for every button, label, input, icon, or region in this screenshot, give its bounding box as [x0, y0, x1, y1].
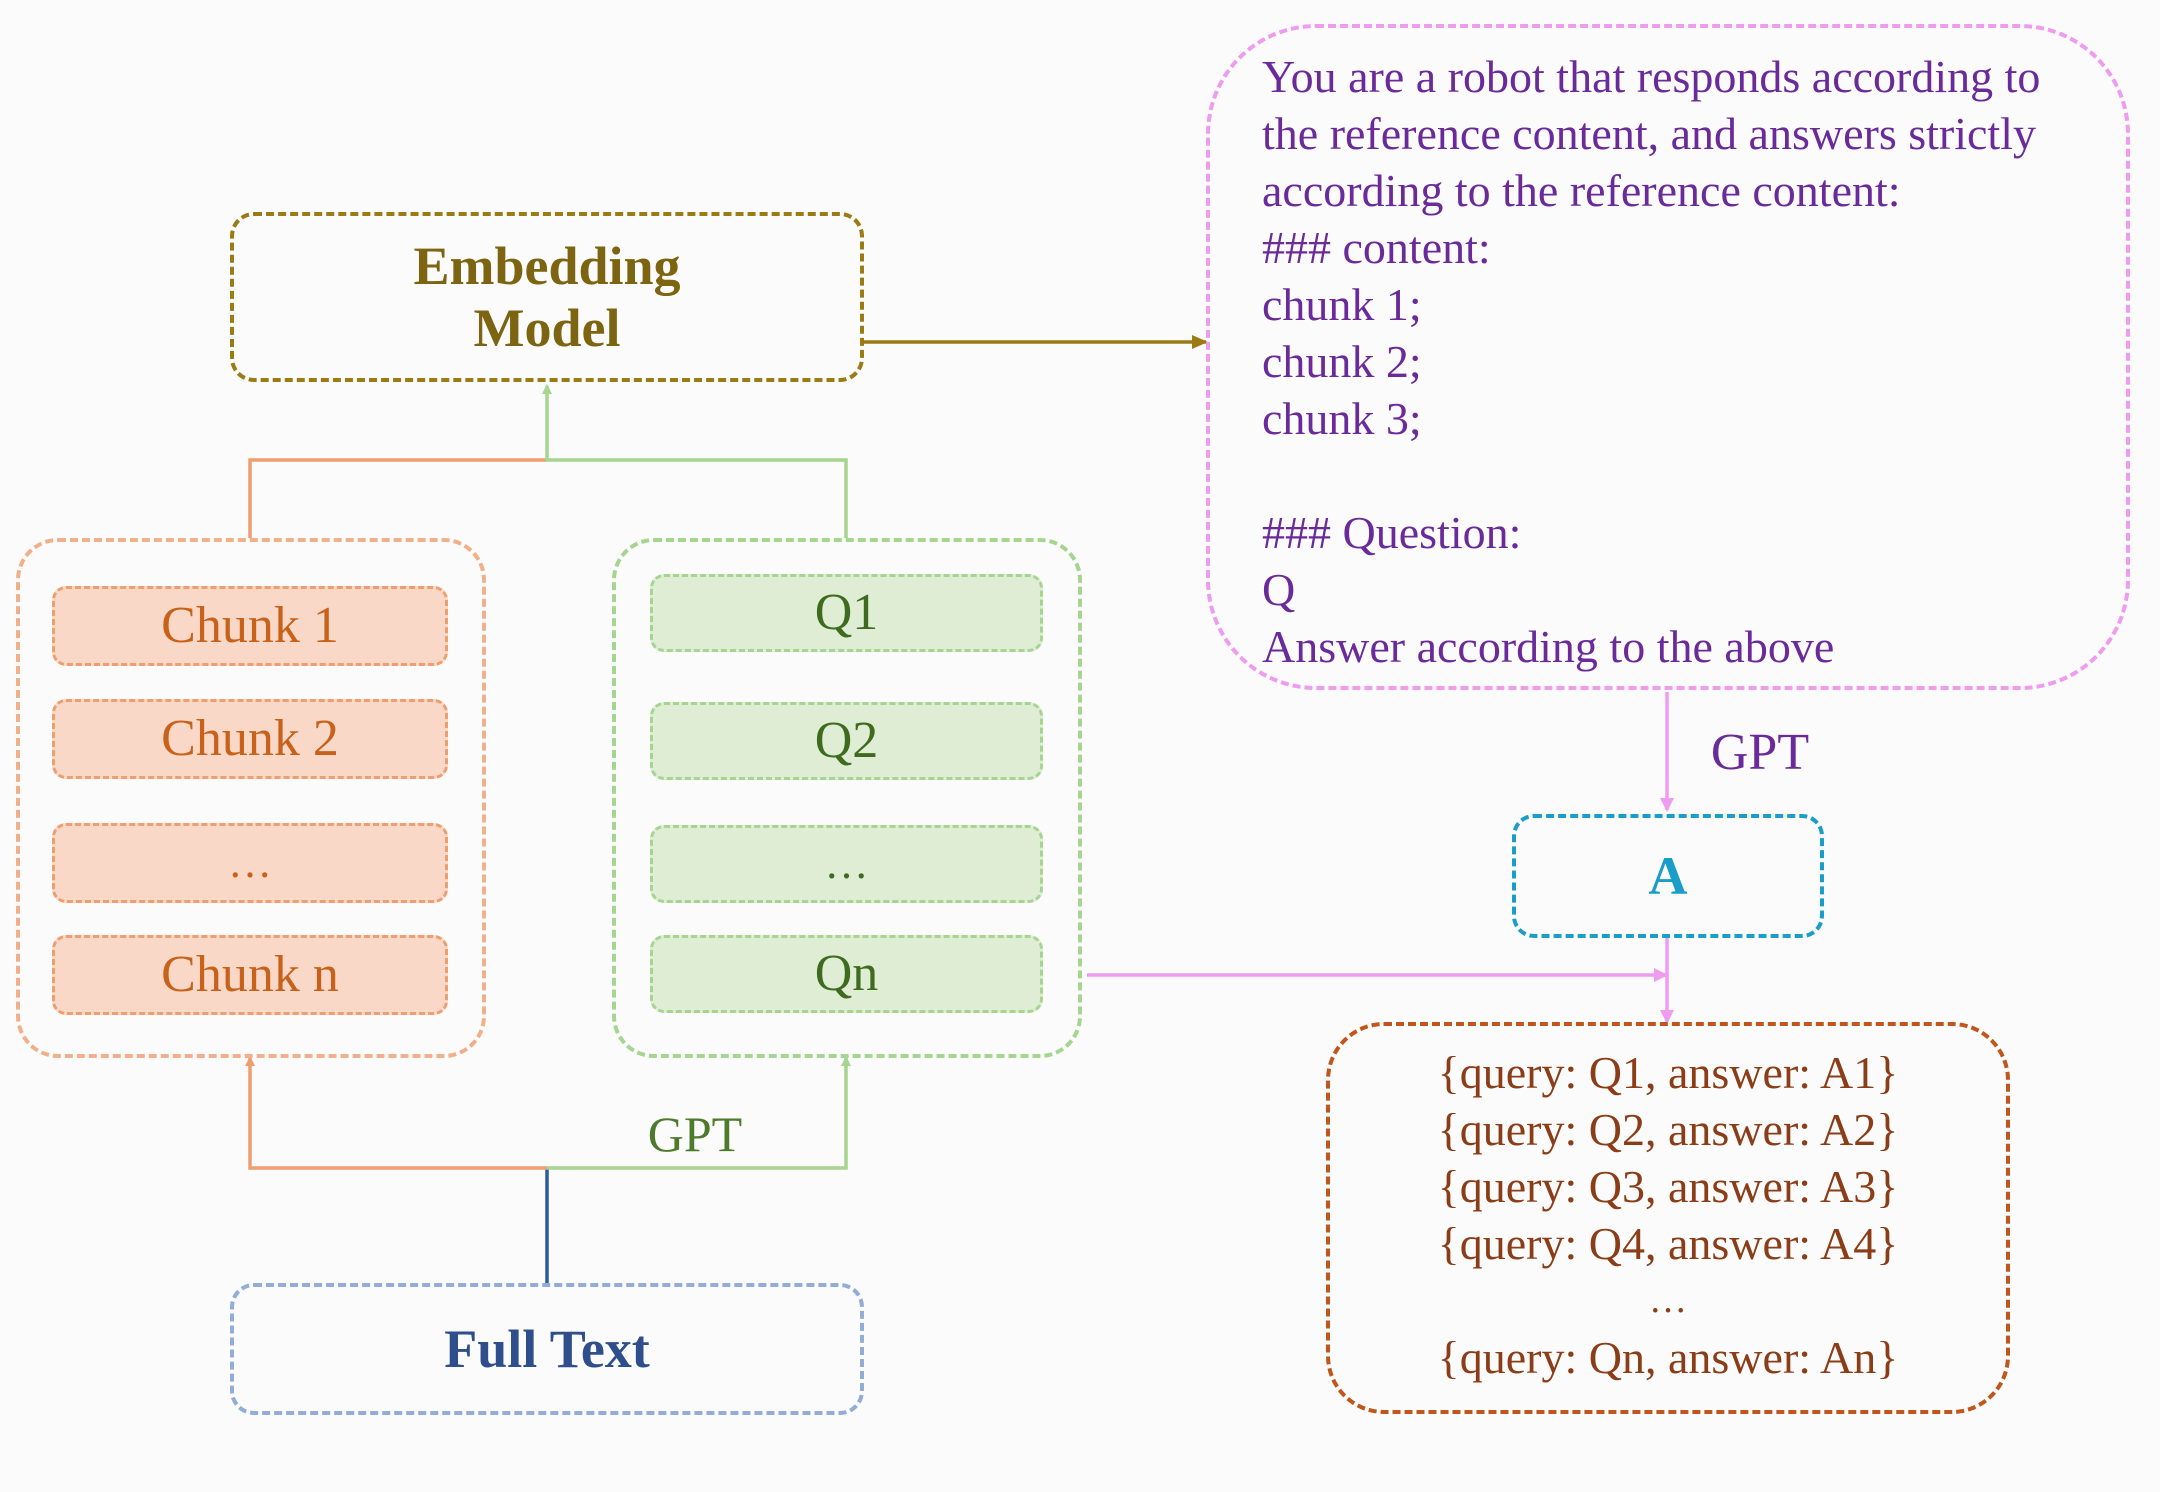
prompt-text: You are a robot that responds according …: [1262, 48, 2040, 675]
full-text-to-chunks-line: [245, 1056, 547, 1170]
embedding-model-label: Embedding Model: [230, 212, 864, 382]
prompt-line: [1262, 447, 2040, 504]
prompt-line: You are a robot that responds according …: [1262, 51, 2041, 102]
chunk-item: …: [52, 823, 448, 903]
prompt-line: Q: [1262, 564, 1296, 615]
embedding-model-line1: Embedding: [413, 235, 681, 296]
full-text-box: Full Text: [230, 1283, 864, 1415]
output-line: …: [1649, 1279, 1687, 1321]
embedding-model-line2: Model: [473, 298, 621, 358]
chunks-to-embedding-line: [248, 458, 547, 538]
output-line: {query: Q3, answer: A3}: [1437, 1161, 1899, 1212]
chunk-item: Chunk n: [52, 935, 448, 1015]
questions-group: [612, 538, 1082, 1058]
gpt-label-generate: GPT: [647, 1106, 743, 1163]
output-text: {query: Q1, answer: A1} {query: Q2, answ…: [1326, 1044, 2010, 1386]
prompt-line: chunk 3;: [1262, 393, 1422, 444]
full-text-to-questions-line: [547, 1056, 851, 1170]
output-line: {query: Q2, answer: A2}: [1437, 1104, 1899, 1155]
output-box: [1326, 1022, 2010, 1414]
question-item: Qn: [650, 935, 1043, 1013]
prompt-line: ### content:: [1262, 222, 1491, 273]
prompt-line: chunk 2;: [1262, 336, 1422, 387]
prompt-line: the reference content, and answers stric…: [1262, 108, 2036, 159]
questions-to-embedding-line: [542, 384, 848, 538]
output-line: {query: Q1, answer: A1}: [1437, 1047, 1899, 1098]
answer-box: A: [1512, 814, 1824, 938]
prompt-line: ### Question:: [1262, 507, 1522, 558]
prompt-line: chunk 1;: [1262, 279, 1422, 330]
chunk-item: Chunk 1: [52, 586, 448, 666]
output-line: {query: Q4, answer: A4}: [1437, 1218, 1899, 1269]
question-item: Q2: [650, 702, 1043, 780]
embedding-model-box: [230, 212, 864, 382]
prompt-box: [1206, 24, 2130, 690]
gpt-label-answer: GPT: [1710, 724, 1810, 782]
chunk-item: Chunk 2: [52, 699, 448, 779]
question-item: …: [650, 825, 1043, 903]
chunks-group: [16, 538, 486, 1058]
prompt-line: according to the reference content:: [1262, 165, 1901, 216]
output-line: {query: Qn, answer: An}: [1437, 1332, 1899, 1383]
prompt-line: Answer according to the above: [1262, 621, 1835, 672]
question-item: Q1: [650, 574, 1043, 652]
